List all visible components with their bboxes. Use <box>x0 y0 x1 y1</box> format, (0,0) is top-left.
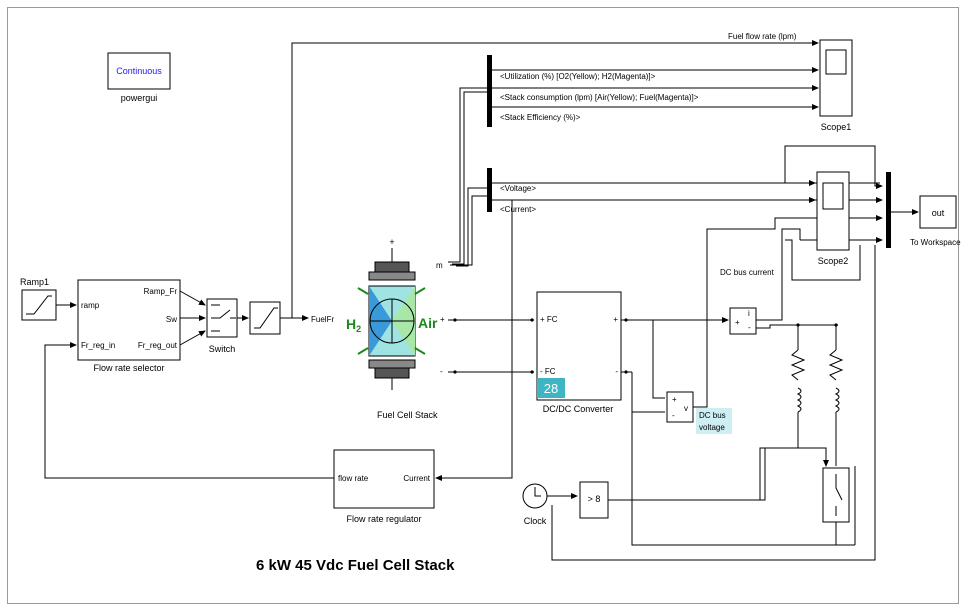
fuelcell-input-label: FuelFr <box>311 315 334 324</box>
compare-label: > 8 <box>588 494 601 504</box>
fuelcell-plus-terminal: + <box>389 237 394 247</box>
selector-out-sw: Sw <box>166 315 177 324</box>
dcdc-converter-block[interactable]: + FC - FC + - DC/DC Converter <box>536 291 622 414</box>
selector-name: Flow rate selector <box>93 363 164 373</box>
load-right[interactable] <box>828 325 844 466</box>
flow-rate-selector-block[interactable]: ramp Fr_reg_in Ramp_Fr Sw Fr_reg_out Flo… <box>77 279 181 373</box>
converter-n-out: - <box>615 367 618 376</box>
switch-name: Switch <box>209 344 236 354</box>
compare-block[interactable]: > 8 <box>579 481 609 519</box>
dc-bus-voltage-block[interactable]: + - v <box>666 391 694 423</box>
air-label: Air <box>418 315 438 331</box>
scope2-name: Scope2 <box>818 256 849 266</box>
switch-block[interactable]: Switch <box>206 298 238 354</box>
voltage-label-line2: voltage <box>699 423 725 432</box>
bus-selector-top[interactable] <box>487 55 492 127</box>
powergui-block[interactable]: Continuous powergui <box>107 52 171 103</box>
saturation-block[interactable] <box>249 301 281 335</box>
regulator-out: Current <box>403 474 430 483</box>
dc-bus-current-label: DC bus current <box>720 268 775 277</box>
h2-label: H2 <box>346 316 361 334</box>
fuel-flow-label: Fuel flow rate (lpm) <box>728 32 797 41</box>
workspace-name: To Workspace <box>910 238 961 247</box>
fuel-cell-stack-block[interactable]: FuelFr + H2 Air Fuel Cell Stack m + - <box>311 237 445 420</box>
regulator-in: flow rate <box>338 474 369 483</box>
model-frame <box>7 7 959 604</box>
breaker-block[interactable] <box>822 467 850 523</box>
scope1-name: Scope1 <box>821 122 852 132</box>
bus-selector-mid[interactable] <box>487 168 492 212</box>
signal-voltage: <Voltage> <box>500 184 536 193</box>
converter-n-in: - FC <box>540 367 556 376</box>
regulator-name: Flow rate regulator <box>346 514 421 524</box>
signal-utilization: <Utilization (%) [O2(Yellow); H2(Magenta… <box>500 72 656 81</box>
current-sym: i <box>748 309 750 318</box>
scope2-block[interactable]: Scope2 <box>816 171 850 266</box>
scope1-block[interactable]: Scope1 <box>819 39 853 132</box>
mux-block[interactable] <box>886 172 891 248</box>
selector-out-frreg: Fr_reg_out <box>138 341 178 350</box>
powergui-name: powergui <box>121 93 158 103</box>
to-workspace-block[interactable]: out To Workspace <box>910 195 961 247</box>
voltage-label-highlight <box>696 408 732 434</box>
voltage-sym: v <box>684 404 688 413</box>
current-minus: - <box>748 323 751 332</box>
signal-stack-consumption: <Stack consumption (lpm) [Air(Yellow); F… <box>500 93 699 102</box>
voltage-minus: - <box>672 411 675 420</box>
switch-icon <box>211 304 236 332</box>
selector-in-frreg: Fr_reg_in <box>81 341 115 350</box>
fuelcell-minus-out: - <box>440 367 443 376</box>
fuelcell-name: Fuel Cell Stack <box>377 410 438 420</box>
converter-p-in: + FC <box>540 315 558 324</box>
current-plus: + <box>735 318 740 327</box>
clock-icon <box>534 487 541 497</box>
ramp-block[interactable]: Ramp1 <box>20 277 57 321</box>
selector-in-ramp: ramp <box>81 301 100 310</box>
fuelcell-m-port: m <box>436 261 443 270</box>
clock-block[interactable]: Clock <box>522 483 548 526</box>
annotation-badge <box>537 378 565 398</box>
signal-current: <Current> <box>500 205 536 214</box>
signal-efficiency: <Stack Efficiency (%)> <box>500 113 581 122</box>
ramp-icon <box>26 295 52 315</box>
converter-name: DC/DC Converter <box>543 404 614 414</box>
voltage-label-line1: DC bus <box>699 411 726 420</box>
voltage-plus: + <box>672 395 677 404</box>
dc-bus-current-block[interactable]: + i - DC bus current <box>720 268 775 335</box>
badge-value: 28 <box>544 381 558 396</box>
flow-rate-regulator-block[interactable]: flow rate Current Flow rate regulator <box>333 449 435 524</box>
diagram-title: 6 kW 45 Vdc Fuel Cell Stack <box>256 557 455 574</box>
selector-out-ramp: Ramp_Fr <box>144 287 178 296</box>
workspace-label: out <box>932 208 945 218</box>
powergui-label: Continuous <box>116 66 162 76</box>
fuelcell-plus-out: + <box>440 315 445 324</box>
load-left[interactable] <box>790 325 806 430</box>
converter-p-out: + <box>613 315 618 324</box>
clock-name: Clock <box>524 516 547 526</box>
ramp-name: Ramp1 <box>20 277 49 287</box>
